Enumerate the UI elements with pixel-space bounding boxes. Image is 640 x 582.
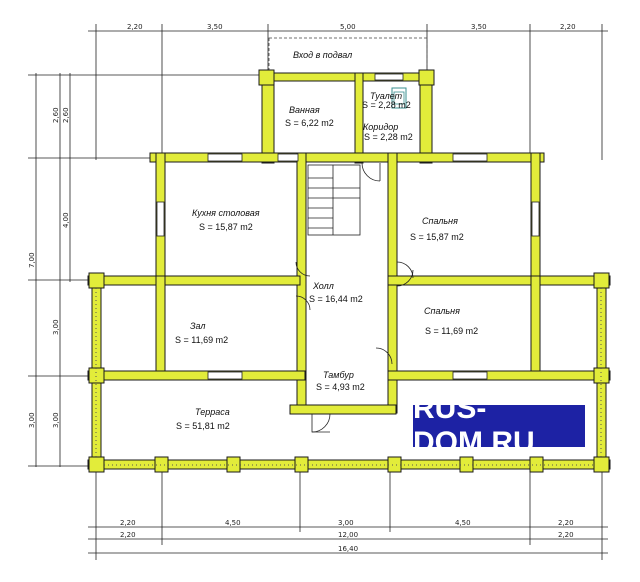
bottom-dim-8: 2,20	[558, 531, 574, 539]
top-dim-4: 3,50	[471, 23, 487, 31]
room-zal-area: S = 11,69 m2	[175, 335, 228, 345]
bottom-dim-2: 4,50	[225, 519, 241, 527]
room-bath-area: S = 6,22 m2	[285, 118, 334, 128]
left-dimensions: 7,00 3,00 2,60 3,00 3,00 2,60 4,00	[28, 73, 270, 467]
bottom-dim-5: 2,20	[558, 519, 574, 527]
left-dim-inner-2: 4,00	[62, 212, 70, 228]
logo-text: RUS-DOM.RU	[413, 392, 535, 459]
left-dim-outer-1: 7,00	[28, 252, 36, 268]
left-dim-mid-3: 3,00	[52, 412, 60, 428]
top-dim-3: 5,00	[340, 23, 356, 31]
room-corridor-area: S = 2,28 m2	[364, 132, 413, 142]
room-terrace-name: Терраса	[195, 407, 230, 417]
posts	[88, 69, 610, 473]
windows	[156, 73, 540, 380]
bottom-dim-3: 3,00	[338, 519, 354, 527]
room-tambur-area: S = 4,93 m2	[316, 382, 365, 392]
bottom-dim-1: 2,20	[120, 519, 136, 527]
top-dim-2: 3,50	[207, 23, 223, 31]
bottom-dimensions: 2,20 4,50 3,00 4,50 2,20 2,20 12,00 2,20…	[88, 470, 608, 560]
room-bedroom1-area: S = 15,87 m2	[410, 232, 464, 242]
room-bedroom1-name: Спальня	[422, 216, 458, 226]
left-dim-inner-1: 2,60	[62, 107, 70, 123]
site-logo[interactable]: RUS-DOM.RU	[413, 392, 585, 459]
room-toilet-area: S = 2,28 m2	[362, 100, 411, 110]
room-kitchen-name: Кухня столовая	[192, 208, 260, 218]
bottom-dim-7: 12,00	[338, 531, 358, 539]
room-tambur-name: Тамбур	[323, 370, 354, 380]
room-hall-area: S = 16,44 m2	[309, 294, 363, 304]
bottom-dim-6: 2,20	[120, 531, 136, 539]
room-bedroom2-area: S = 11,69 m2	[425, 326, 478, 336]
staircase	[307, 164, 361, 236]
top-dim-5: 2,20	[560, 23, 576, 31]
left-dim-mid-2: 3,00	[52, 319, 60, 335]
room-kitchen-area: S = 15,87 m2	[199, 222, 253, 232]
toilet-fixtures	[391, 87, 407, 109]
doors	[295, 162, 414, 433]
bottom-total-dim: 16,40	[338, 545, 358, 553]
room-zal-name: Зал	[190, 321, 206, 331]
room-terrace-area: S = 51,81 m2	[176, 421, 230, 431]
room-bedroom2-name: Спальня	[424, 306, 460, 316]
left-dim-mid-1: 2,60	[52, 107, 60, 123]
room-corridor-name: Коридор	[363, 122, 398, 132]
room-toilet-name: Туалет	[370, 91, 403, 101]
room-hall-name: Холл	[312, 281, 334, 291]
bottom-dim-4: 4,50	[455, 519, 471, 527]
left-dim-outer-2: 3,00	[28, 412, 36, 428]
room-bath-name: Ванная	[289, 105, 320, 115]
top-dimensions: 2,20 3,50 5,00 3,50 2,20	[88, 23, 608, 160]
top-dim-1: 2,20	[127, 23, 143, 31]
railings	[95, 288, 602, 466]
basement-label: Вход в подвал	[293, 50, 352, 60]
